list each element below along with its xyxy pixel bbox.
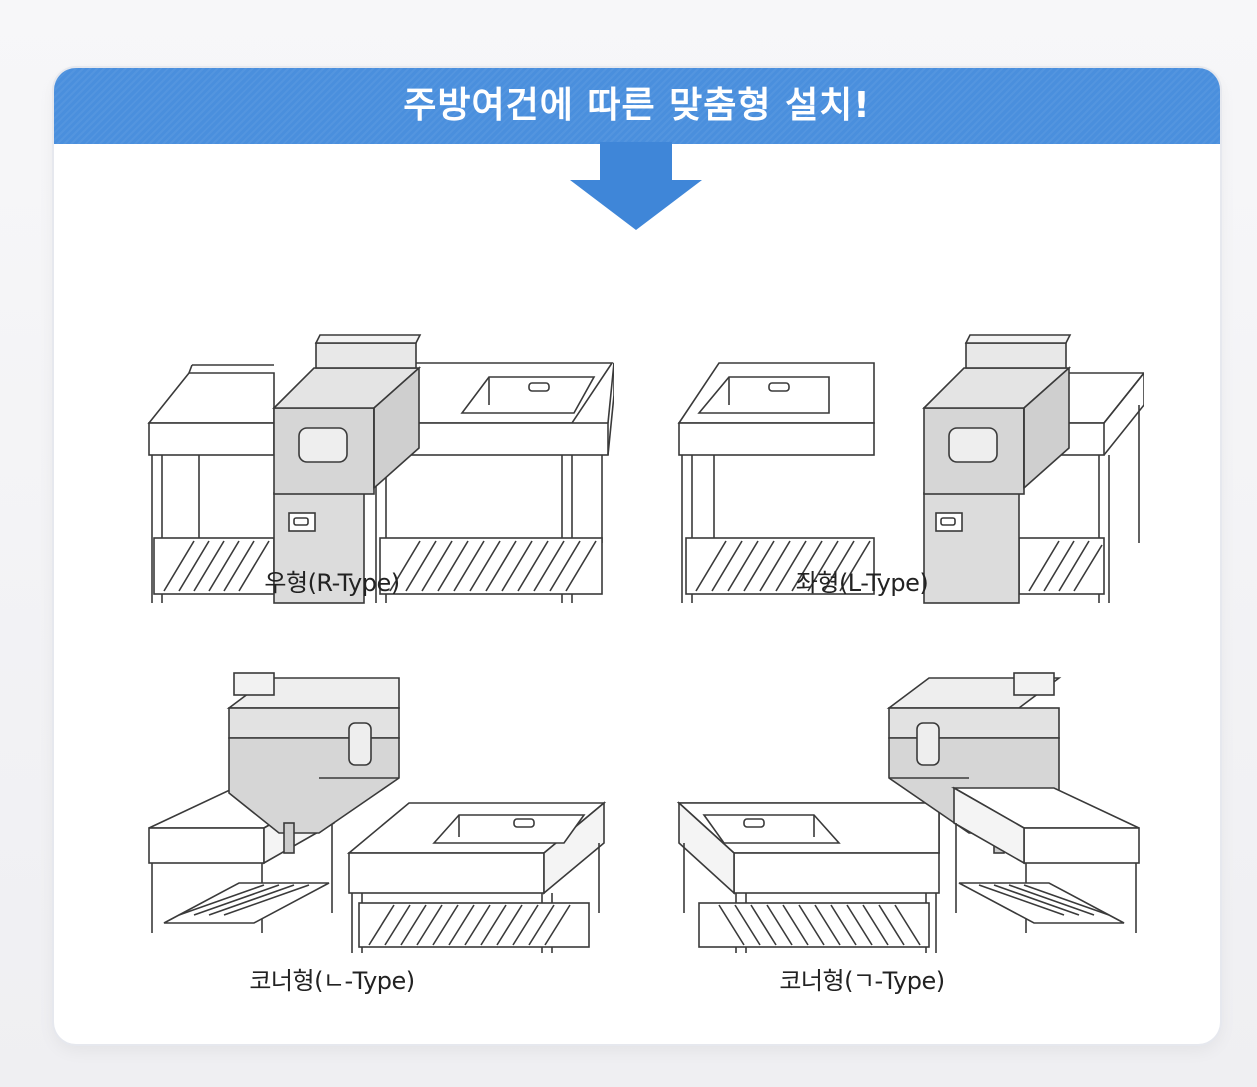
r-type-dishwasher-illustration bbox=[147, 334, 614, 604]
corner-l-type-dishwasher-illustration bbox=[148, 672, 607, 953]
title-banner: 주방여건에 따른 맞춤형 설치! bbox=[54, 68, 1220, 144]
l-type-label: 좌형(L-Type) bbox=[795, 569, 929, 597]
r-type-label: 우형(R-Type) bbox=[264, 569, 400, 597]
installation-card: 주방여건에 따른 맞춤형 설치! bbox=[54, 68, 1220, 1044]
corner-g-type-label: 코너형(ㄱ-Type) bbox=[779, 967, 945, 995]
l-type-dishwasher-illustration bbox=[677, 334, 1144, 604]
banner-title: 주방여건에 따른 맞춤형 설치! bbox=[403, 85, 871, 126]
corner-l-type-label: 코너형(ㄴ-Type) bbox=[249, 967, 415, 995]
corner-g-type-dishwasher-illustration bbox=[676, 672, 1140, 953]
down-arrow-icon bbox=[570, 142, 702, 230]
